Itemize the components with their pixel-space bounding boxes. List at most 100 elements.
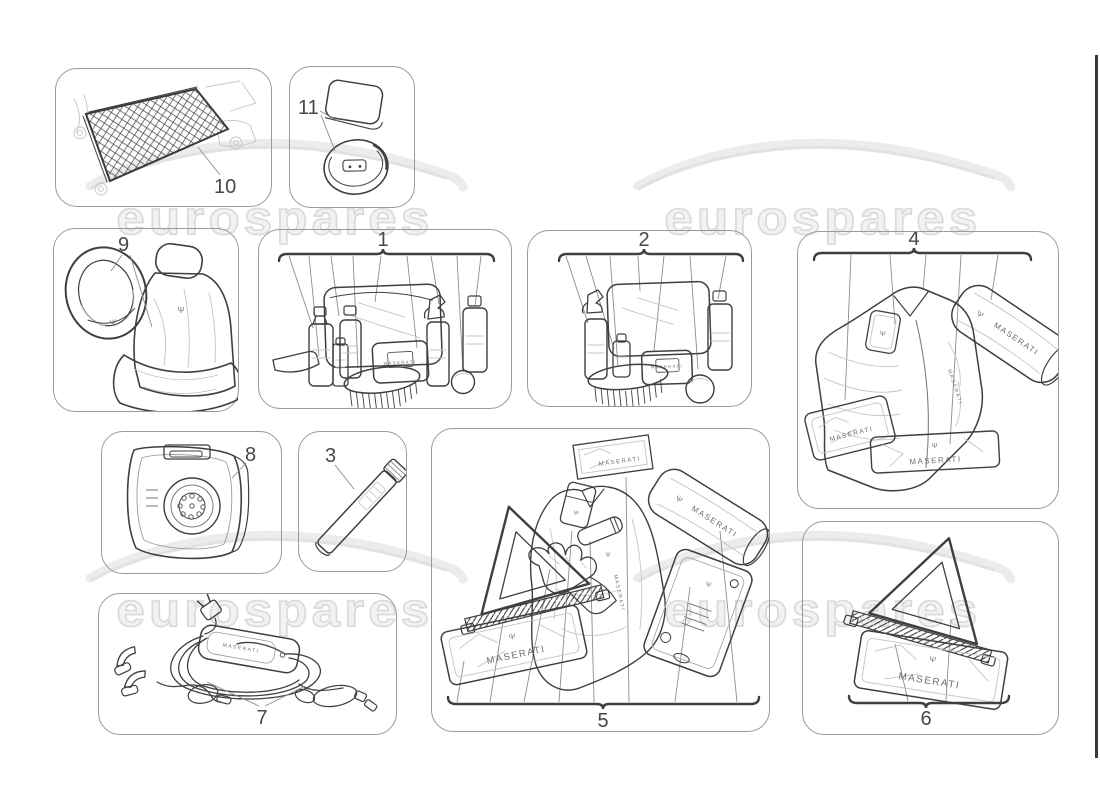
- trident-icon: Ψ: [932, 443, 938, 450]
- clamp-cable: [114, 646, 232, 705]
- compressor-case: [126, 444, 250, 560]
- rolled-bag: Ψ MASERATI: [951, 284, 1058, 386]
- brand-label: MASERATI: [909, 455, 962, 467]
- brand-label: MASERATI: [598, 456, 641, 468]
- pouch: Ψ MASERATI: [869, 430, 1001, 474]
- spray-bottle: [581, 289, 608, 380]
- coiled-cable: [170, 635, 322, 700]
- sponge-pad: [685, 374, 715, 404]
- bottle: [308, 306, 334, 387]
- bottle: [462, 295, 488, 373]
- small-bottle: [612, 333, 631, 378]
- brand-label: MASERATI: [690, 504, 739, 539]
- charger-unit: MASERATI: [197, 624, 301, 674]
- vest-pocket: Ψ: [865, 309, 901, 355]
- leader-lines: [565, 255, 727, 370]
- mains-plug: [196, 594, 222, 621]
- trident-icon: Ψ: [704, 581, 712, 590]
- brand-label: MASERATI: [612, 574, 626, 612]
- callout-1[interactable]: 1: [377, 230, 388, 251]
- leader-line: [334, 464, 355, 490]
- callout-5[interactable]: 5: [597, 710, 608, 731]
- watermark-swoosh-top-right: [633, 138, 1016, 192]
- watermark-text-bottom-right: eurospares: [664, 582, 982, 637]
- leader-lines: [894, 619, 952, 702]
- brush: [587, 363, 669, 406]
- panel-seat-cover: Ψ Ψ 9: [53, 228, 239, 412]
- panel-compressor-case: 8: [101, 431, 282, 574]
- trident-icon: Ψ: [975, 309, 986, 320]
- callout-6[interactable]: 6: [920, 708, 931, 730]
- page-edge-line: [1095, 55, 1098, 758]
- callout-8[interactable]: 8: [245, 444, 256, 466]
- brush: [343, 366, 421, 408]
- callout-3[interactable]: 3: [325, 445, 336, 467]
- small-pouch: Ψ: [559, 481, 597, 529]
- trident-icon: Ψ: [573, 510, 579, 517]
- cargo-net: [82, 86, 230, 183]
- sealant-tube: [315, 458, 406, 556]
- brand-label: MASERATI: [829, 425, 874, 443]
- leader-lines: [288, 255, 482, 373]
- group-bracket: [446, 695, 761, 710]
- callout-4[interactable]: 4: [908, 232, 919, 250]
- group-bracket: [847, 694, 1011, 709]
- panel-winter-set: 4 Ψ MASERATI Ψ MASERATI: [797, 231, 1059, 509]
- brand-label: MASERATI: [946, 369, 963, 406]
- panel-safety-kit: MASERATI Ψ MASERATI Ψ MASERATI Ψ: [431, 428, 770, 732]
- kit-bag: [323, 283, 443, 369]
- bottle: [339, 305, 362, 379]
- callout-10[interactable]: 10: [214, 176, 236, 198]
- group-bracket: [557, 248, 745, 263]
- document-holder: Ψ: [643, 548, 753, 678]
- trident-icon: Ψ: [674, 494, 685, 505]
- leader-lines: [844, 254, 999, 445]
- panel-charger-cables: MASERATI: [98, 593, 397, 735]
- group-bracket: [812, 247, 1033, 262]
- trunk-context-lines: [73, 80, 257, 196]
- trident-icon: Ψ: [929, 655, 937, 665]
- warning-triangle: [460, 505, 611, 636]
- steering-wheel-cover: Ψ: [64, 246, 148, 340]
- panel-care-kit-large: 1: [258, 229, 512, 409]
- callout-9[interactable]: 9: [118, 234, 129, 256]
- brand-label: MASERATI: [992, 321, 1040, 358]
- flashlight: [577, 516, 623, 546]
- panel-sealant-stick: 3: [298, 431, 407, 572]
- round-case: [323, 139, 389, 195]
- warning-triangle: [843, 537, 996, 667]
- callout-2[interactable]: 2: [638, 231, 649, 251]
- leader-lines: [456, 476, 738, 703]
- label-plate: MASERATI: [572, 434, 654, 480]
- watermark-text-top-right: eurospares: [664, 190, 982, 245]
- seat-cover: Ψ: [112, 242, 238, 411]
- trident-icon: Ψ: [879, 331, 886, 339]
- leader-line: [197, 146, 221, 176]
- callout-11[interactable]: 11: [298, 97, 319, 119]
- spray-bottle: [423, 294, 450, 387]
- soft-pad: [324, 79, 384, 130]
- kit-bag: [606, 280, 712, 358]
- glove: [528, 542, 617, 615]
- panel-battery-kit: 11: [289, 66, 415, 208]
- brand-label: MASERATI: [486, 644, 547, 667]
- panel-warning-triangle: Ψ MASERATI 6: [802, 521, 1059, 735]
- bottle: [707, 290, 733, 371]
- sponge-pad: [450, 369, 476, 395]
- trident-icon: Ψ: [109, 317, 118, 327]
- shoe-tray: [272, 350, 320, 373]
- leader-line: [231, 462, 247, 479]
- leader-line: [319, 110, 339, 152]
- callout-7[interactable]: 7: [256, 707, 267, 729]
- leader-line: [110, 254, 153, 328]
- brand-label: MASERATI: [222, 642, 260, 654]
- leader-lines: [206, 681, 306, 707]
- extension-cable: [294, 683, 378, 712]
- panel-cargo-net: 10: [55, 68, 272, 207]
- group-bracket: [277, 248, 496, 263]
- panel-care-kit-small: 2 MASERATI: [527, 230, 752, 407]
- pouch: MASERATI: [804, 395, 896, 461]
- trident-icon: Ψ: [605, 553, 610, 559]
- brand-label: MASERATI: [651, 363, 683, 369]
